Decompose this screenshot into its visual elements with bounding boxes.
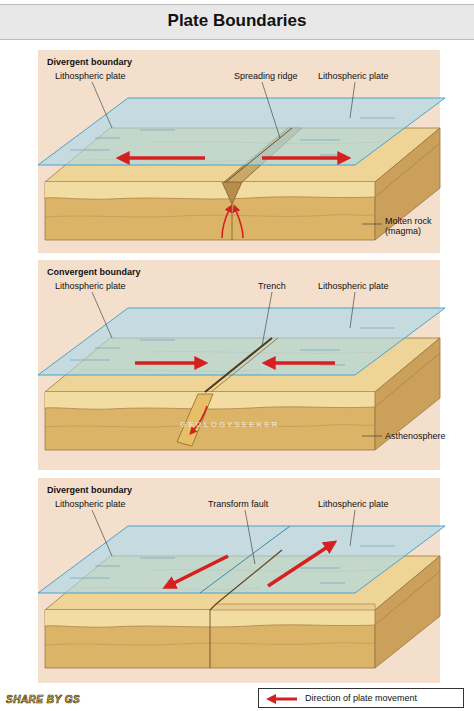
layer-label: Asthenosphere [385, 431, 446, 441]
plate-label: Lithospheric plate [55, 499, 126, 509]
legend-arrow [265, 693, 299, 705]
watermark: GEOLOGYSEEKER [180, 420, 279, 429]
plate-label: Lithospheric plate [318, 71, 389, 81]
diagram-title: Plate Boundaries [0, 11, 474, 31]
plate-label: Lithospheric plate [318, 281, 389, 291]
legend-box: Direction of plate movement [258, 688, 464, 708]
panel-heading: Divergent boundary [47, 485, 132, 495]
boundary-panel: Convergent boundary [38, 260, 440, 470]
credit-mark: SHARE BY GS [6, 694, 80, 706]
feature-label: Spreading ridge [234, 71, 298, 81]
legend-text: Direction of plate movement [305, 693, 417, 703]
layer-label: Molten rock (magma) [385, 216, 443, 237]
panel-heading: Convergent boundary [47, 267, 141, 277]
panel-heading: Divergent boundary [47, 57, 132, 67]
feature-label: Transform fault [208, 499, 268, 509]
plate-label: Lithospheric plate [55, 281, 126, 291]
plate-label: Lithospheric plate [55, 71, 126, 81]
feature-label: Trench [258, 281, 286, 291]
plate-label: Lithospheric plate [318, 499, 389, 509]
